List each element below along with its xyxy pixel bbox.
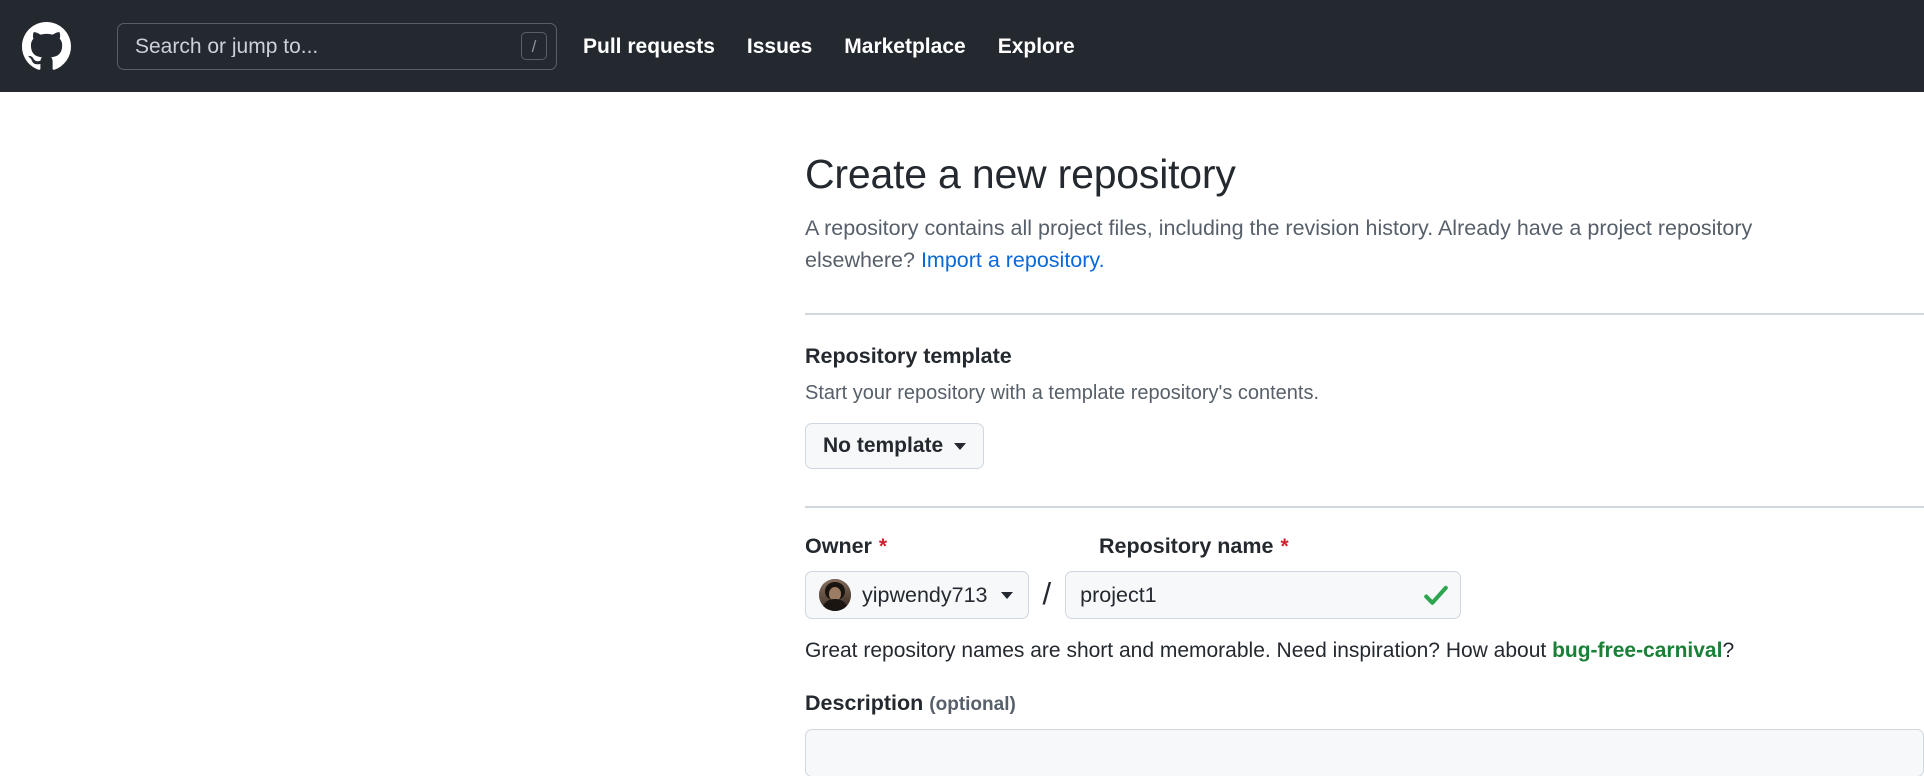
avatar: [819, 579, 851, 612]
template-select-label: No template: [823, 434, 944, 458]
github-mark-icon[interactable]: [22, 21, 71, 71]
repository-name-hint-suffix: ?: [1722, 639, 1735, 663]
template-select-button[interactable]: No template: [805, 423, 985, 470]
global-header: Search or jump to... / Pull requests Iss…: [0, 0, 1924, 92]
primary-nav: Pull requests Issues Marketplace Explore: [583, 36, 1075, 57]
owner-required-marker: *: [878, 535, 888, 559]
repository-name-hint-text: Great repository names are short and mem…: [805, 639, 1553, 663]
field-inputs-row: yipwendy713 /: [805, 571, 1924, 620]
page-subtitle-text: A repository contains all project files,…: [805, 216, 1753, 272]
repository-name-required-marker: *: [1280, 535, 1289, 559]
repository-name-label-text: Repository name: [1099, 534, 1274, 559]
chevron-down-icon: [954, 442, 967, 450]
repository-name-hint: Great repository names are short and mem…: [805, 636, 1924, 665]
search-shortcut-key: /: [521, 32, 547, 60]
main-content: Create a new repository A repository con…: [0, 92, 1924, 776]
owner-select-button[interactable]: yipwendy713: [805, 571, 1029, 620]
repository-template-help: Start your repository with a template re…: [805, 382, 1320, 405]
repository-template-section: Repository template Start your repositor…: [805, 343, 1924, 470]
owner-label-text: Owner: [805, 534, 872, 559]
divider-top: [805, 313, 1924, 316]
nav-link-marketplace[interactable]: Marketplace: [844, 34, 966, 58]
repository-name-field: [1065, 571, 1462, 620]
owner-repo-separator: /: [1042, 575, 1052, 611]
divider-middle: [805, 506, 1924, 509]
nav-link-issues[interactable]: Issues: [746, 34, 813, 58]
owner-label: Owner*: [805, 534, 1099, 559]
owner-and-name-section: Owner* Repository name* yipwendy713 /: [805, 534, 1924, 776]
repository-name-label: Repository name*: [1099, 534, 1289, 559]
nav-link-explore[interactable]: Explore: [997, 34, 1075, 58]
description-optional-tag: (optional): [929, 693, 1016, 715]
search-placeholder: Search or jump to...: [135, 35, 319, 57]
page-title: Create a new repository: [805, 151, 1236, 197]
repository-name-input[interactable]: [1065, 571, 1462, 620]
field-labels-row: Owner* Repository name*: [805, 534, 1924, 559]
search-input[interactable]: Search or jump to... /: [117, 22, 557, 70]
description-input[interactable]: [805, 728, 1924, 776]
repository-template-label: Repository template: [805, 344, 1012, 369]
nav-link-pull-requests[interactable]: Pull requests: [583, 34, 715, 58]
suggested-repository-name-link[interactable]: bug-free-carnival: [1552, 639, 1723, 663]
chevron-down-icon: [1000, 591, 1013, 599]
description-label: Description: [805, 690, 924, 715]
import-repository-link[interactable]: Import a repository.: [920, 247, 1105, 272]
description-label-row: Description(optional): [805, 691, 1924, 716]
owner-name-text: yipwendy713: [862, 582, 988, 607]
page-subtitle: A repository contains all project files,…: [805, 213, 1850, 276]
